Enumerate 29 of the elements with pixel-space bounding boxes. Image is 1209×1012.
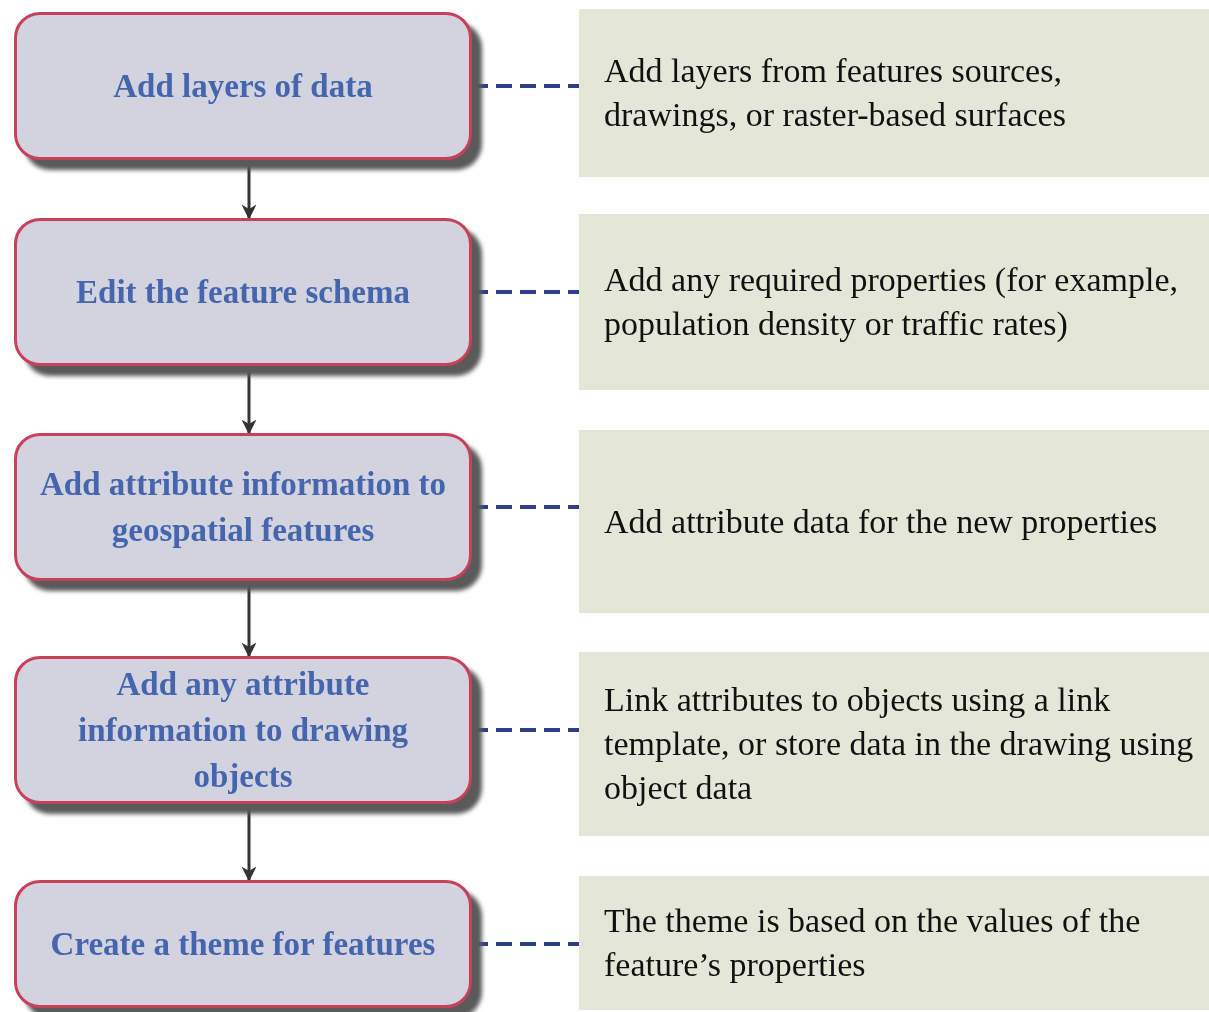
process-box (14, 12, 472, 160)
arrow (241, 160, 257, 220)
dashed-connector (472, 290, 579, 294)
process-box (14, 218, 472, 366)
step-text: Create a theme for features (50, 925, 436, 964)
arrow (241, 581, 257, 658)
description-text: Add any required properties (for example, population density or traffic rates) (604, 260, 1179, 344)
description-panel (579, 430, 1209, 613)
step-text: Add layers of data (113, 67, 373, 106)
description-panel (579, 652, 1209, 836)
process-box (14, 880, 472, 1008)
description-text: The theme is based on the values of the feature’s properties (604, 901, 1142, 985)
dashed-connector (472, 84, 579, 88)
description-text: Add layers from features sources, drawings, or raster-based surfaces (604, 51, 1067, 135)
dashed-connector (472, 728, 579, 732)
step-text: Add attribute information to geospatial features (38, 465, 448, 550)
step-text: Edit the feature schema (76, 273, 410, 312)
description-panel (579, 214, 1209, 390)
step-text: Add any attribute information to drawing objects (77, 665, 409, 796)
arrow (241, 366, 257, 435)
description-text: Add attribute data for the new properties (604, 501, 1158, 542)
process-box (14, 656, 472, 804)
description-panel (579, 876, 1209, 1010)
process-box (14, 433, 472, 581)
description-text: Link attributes to objects using a link template, or store data in the drawing using object data (604, 680, 1195, 808)
arrow (241, 804, 257, 882)
description-panel (579, 9, 1209, 177)
dashed-connector (472, 942, 579, 946)
dashed-connector (472, 505, 579, 509)
